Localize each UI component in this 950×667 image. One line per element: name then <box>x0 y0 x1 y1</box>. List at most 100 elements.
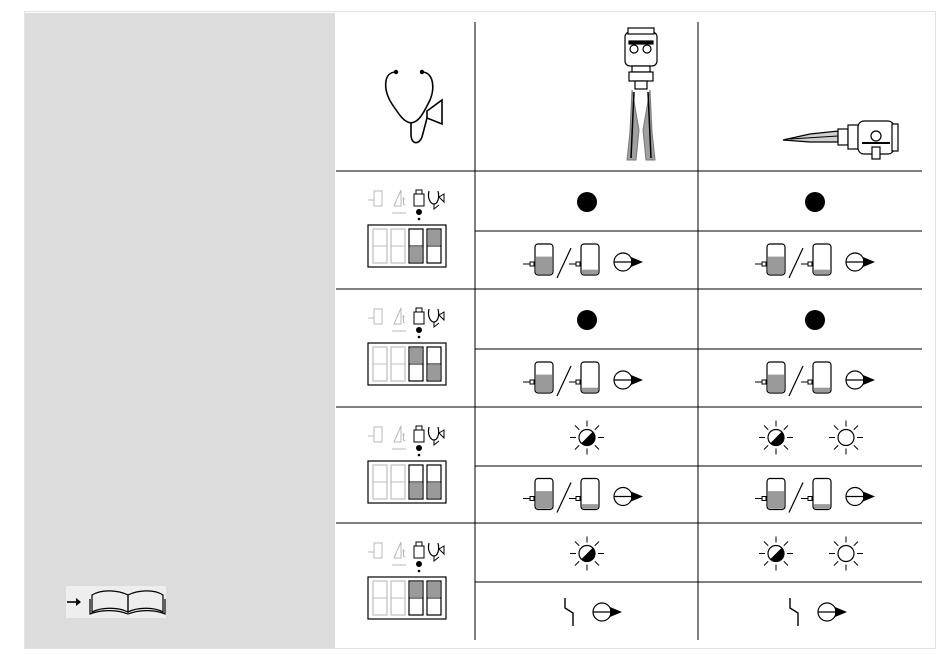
legend-dot <box>416 327 422 333</box>
switch-legend-icons: t <box>368 426 444 456</box>
row-1-switch-settings: t <box>368 190 446 267</box>
signal-arrow <box>863 375 875 385</box>
led-on-icon <box>577 310 597 330</box>
signal-arrow <box>863 492 875 502</box>
fault-signal-icon <box>790 598 798 626</box>
tank-covered-icon <box>755 244 785 275</box>
signal-output-icon <box>614 488 643 506</box>
dip-switch-2 <box>391 229 405 263</box>
legend-stethoscope-bell <box>439 312 444 320</box>
signal-output-icon <box>846 488 875 506</box>
led-ray <box>854 445 858 449</box>
dip-switch-4 <box>427 229 441 263</box>
led-ray <box>854 561 858 565</box>
tank-fill <box>536 375 552 392</box>
tank-fill <box>536 491 552 508</box>
led-ray <box>575 425 579 429</box>
legend-delay-glyph: t <box>402 312 406 326</box>
dip-switch-4 <box>427 581 441 615</box>
legend-weight <box>414 194 424 206</box>
tank-fill <box>768 375 784 392</box>
signal-output-icon <box>818 603 847 621</box>
signal-arrow <box>631 492 643 502</box>
dip-switch-4 <box>427 465 441 499</box>
legend-stethoscope <box>428 191 438 204</box>
sensor-h-connector <box>872 147 880 159</box>
reference-note <box>67 591 165 614</box>
signal-output-icon <box>614 253 643 271</box>
legend-delay-triangle <box>394 190 401 206</box>
dip-switch-knob <box>410 582 422 597</box>
legend-weight-handle <box>416 542 422 546</box>
dip-switch-3 <box>409 229 423 263</box>
led-ray <box>784 425 788 429</box>
led-lit-icon <box>829 537 863 571</box>
tank-fill <box>582 504 598 508</box>
dip-switch-3 <box>409 465 423 499</box>
legend-stethoscope-stem <box>434 204 439 209</box>
dip-switch-2 <box>391 347 405 381</box>
stethoscope-earpiece-left <box>394 70 398 74</box>
sensor-shaft <box>635 81 647 89</box>
row-3-switch-settings: t <box>368 426 446 503</box>
tank-fill <box>814 270 830 274</box>
sensor-thread <box>629 72 653 81</box>
tank-fill <box>814 504 830 508</box>
tank-probe <box>530 380 534 384</box>
row-1-output-vertical <box>523 244 643 278</box>
led-ray <box>764 425 768 429</box>
led-ray <box>764 561 768 565</box>
signal-arrow <box>835 607 847 617</box>
legend-weight-handle <box>416 308 422 312</box>
tank-probe <box>530 262 534 266</box>
sensor-cap <box>628 28 654 34</box>
led-ray <box>595 541 599 545</box>
dip-switch-1 <box>373 465 387 499</box>
legend-tank <box>374 309 382 324</box>
led-ray <box>595 561 599 565</box>
led-outline <box>838 430 854 446</box>
legend-dot <box>416 561 422 567</box>
legend-weight <box>414 430 424 442</box>
legend-weight-handle <box>416 426 422 430</box>
switch-legend-icons: t <box>368 190 444 220</box>
dip-switch-2 <box>391 465 405 499</box>
led-ray <box>764 445 768 449</box>
vibration-fork-sensor-vertical-icon <box>625 28 657 160</box>
led-ray <box>764 541 768 545</box>
tank-fill <box>768 491 784 508</box>
led-half-icon <box>759 421 793 455</box>
led-ray <box>784 561 788 565</box>
legend-stethoscope <box>428 543 438 556</box>
tank-separator-slash <box>789 248 803 278</box>
led-half-icon <box>570 537 604 571</box>
tank-probe <box>576 262 580 266</box>
legend-tank <box>374 543 382 558</box>
dip-switch-1 <box>373 347 387 381</box>
led-ray <box>784 541 788 545</box>
led-ray <box>575 541 579 545</box>
row-3-output-horizontal <box>755 479 875 513</box>
led-ray <box>834 561 838 565</box>
signal-arrow <box>863 257 875 267</box>
book-page-left <box>92 591 128 612</box>
vibration-fork-sensor-horizontal-icon <box>783 121 898 159</box>
led-ray <box>784 445 788 449</box>
switch-legend-icons: t <box>368 542 444 572</box>
legend-stethoscope-bell <box>439 194 444 202</box>
sensor-h-thread <box>838 129 848 145</box>
row-2-output-horizontal <box>755 362 875 396</box>
tank-free-icon <box>569 362 599 393</box>
legend-delay-glyph: t <box>402 430 406 444</box>
tank-probe <box>530 497 534 501</box>
sensor-neck <box>632 66 650 72</box>
legend-dot <box>416 445 422 451</box>
row-4-output-horizontal <box>790 598 847 626</box>
signal-output-icon <box>846 253 875 271</box>
stethoscope-icon <box>386 70 442 143</box>
led-ray <box>854 541 858 545</box>
tank-covered-icon <box>755 479 785 510</box>
sensor-h-nut <box>848 125 858 149</box>
led-lit-icon <box>829 421 863 455</box>
row-4-output-vertical <box>565 598 622 626</box>
